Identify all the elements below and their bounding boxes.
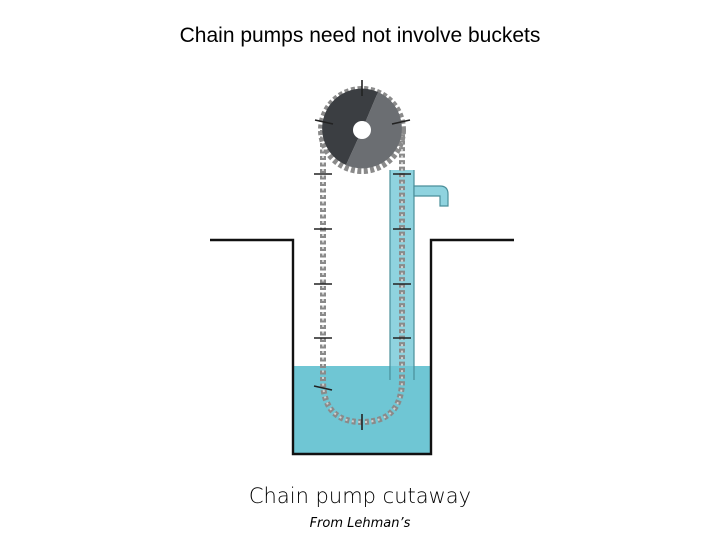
chain-loop-inner	[322, 130, 403, 424]
chain-discs	[313, 80, 411, 430]
source-credit: From Lehman’s	[309, 516, 411, 531]
spout	[413, 185, 449, 207]
ground-and-well-walls	[210, 238, 514, 456]
drive-wheel	[318, 86, 406, 174]
diagram-caption: Chain pump cutaway	[248, 484, 472, 508]
well-water	[294, 366, 431, 454]
slide-title: Chain pumps need not involve buckets	[179, 24, 541, 47]
